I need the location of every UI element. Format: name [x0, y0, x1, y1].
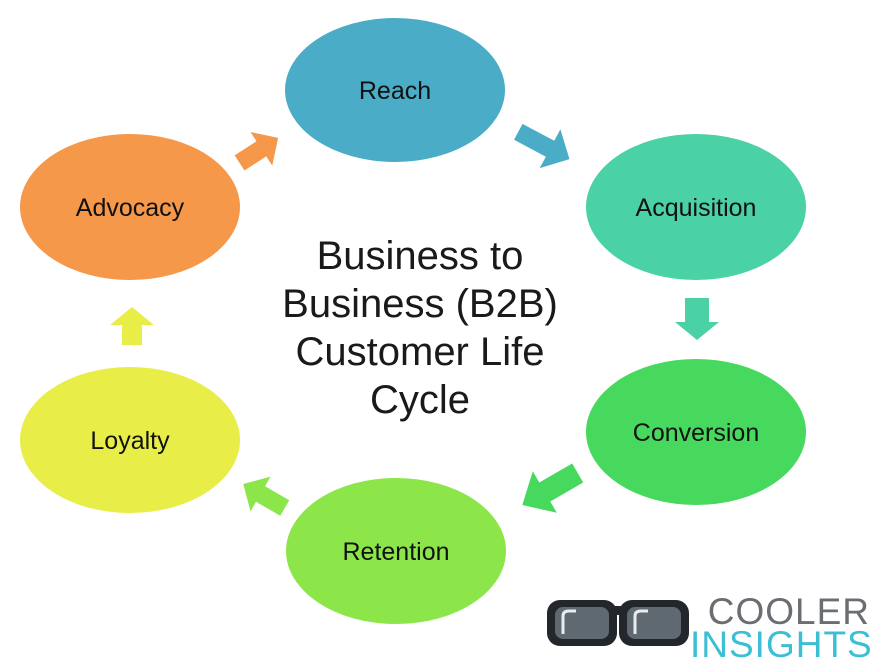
stage-conversion-label: Conversion: [633, 419, 759, 447]
stage-conversion: Conversion: [586, 359, 806, 505]
title-line-4: Cycle: [369, 378, 471, 422]
stage-acquisition: Acquisition: [586, 134, 806, 280]
glasses-icon: [547, 600, 689, 646]
stage-conversion-shape: [586, 359, 806, 505]
title-line-3: Customer Life: [295, 330, 545, 374]
stage-loyalty: Loyalty: [20, 367, 240, 513]
stage-advocacy-shape: [20, 134, 240, 280]
arrow-reach-to-acquisition: [514, 123, 570, 169]
stage-reach-label: Reach: [359, 77, 431, 105]
stage-acquisition-label: Acquisition: [636, 194, 757, 222]
stage-reach-shape: [285, 18, 505, 162]
stage-acquisition-shape: [586, 134, 806, 280]
stage-retention: Retention: [286, 478, 506, 624]
logo-text-cooler: COOLER: [707, 591, 870, 632]
stage-loyalty-label: Loyalty: [90, 427, 170, 455]
stage-advocacy-label: Advocacy: [76, 194, 185, 222]
stage-loyalty-shape: [20, 367, 240, 513]
arrow-retention-to-loyalty: [243, 476, 290, 516]
arrow-conversion-to-retention: [522, 463, 584, 513]
arrow-loyalty-to-advocacy: [110, 307, 154, 345]
logo-text-insights: INSIGHTS: [690, 624, 873, 665]
arrow-acquisition-to-conversion: [675, 298, 719, 340]
stage-reach: Reach: [285, 18, 505, 162]
stage-retention-label: Retention: [342, 538, 449, 566]
title-line-2: Business (B2B): [282, 282, 558, 326]
title-line-1: Business to: [316, 234, 524, 278]
arrow-advocacy-to-reach: [234, 132, 279, 171]
stage-retention-shape: [286, 478, 506, 624]
diagram-title: Business to Business (B2B) Customer Life…: [230, 232, 610, 424]
stage-advocacy: Advocacy: [20, 134, 240, 280]
